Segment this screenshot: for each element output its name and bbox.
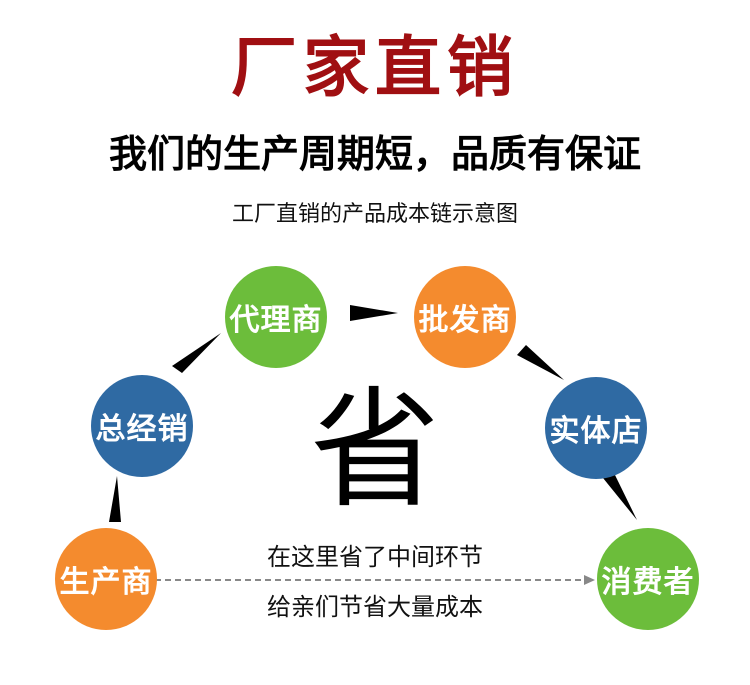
page-subtitle: 我们的生产周期短，品质有保证 [108,132,641,176]
node-retail-store: 实体店 [545,377,647,479]
node-label: 实体店 [549,414,643,449]
node-producer: 生产商 [55,528,157,630]
arrow-producer-to-distributor [109,476,121,522]
node-label: 批发商 [418,303,512,338]
center-save-character: 省 [309,374,440,526]
diagram-caption: 工厂直销的产品成本链示意图 [231,202,518,227]
node-label: 总经销 [95,412,189,447]
note-line-2: 给亲们节省大量成本 [267,593,483,621]
page-title: 厂家直销 [231,29,519,106]
arrow-wholesaler-to-store [517,345,564,380]
node-label: 代理商 [229,303,323,338]
arrow-distributor-to-agent [172,333,221,373]
arrow-store-to-consumer [603,473,637,520]
node-label: 生产商 [59,565,153,600]
node-agent: 代理商 [225,266,327,368]
node-label: 消费者 [601,565,695,600]
arrow-agent-to-wholesaler [350,305,398,321]
note-line-1: 在这里省了中间环节 [267,543,483,571]
node-consumer: 消费者 [597,528,699,630]
node-wholesaler: 批发商 [414,266,516,368]
node-general-distributor: 总经销 [91,375,193,477]
